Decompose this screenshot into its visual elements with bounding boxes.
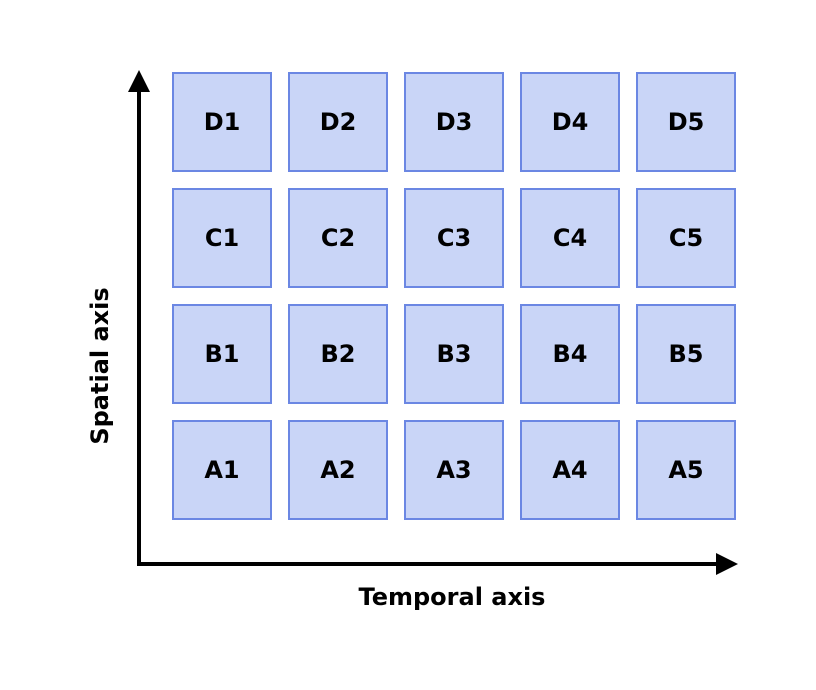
grid-tile: C4 [520,188,620,288]
grid-tile-box [520,420,620,520]
grid-tile-label: C4 [553,224,587,252]
grid-tile-label: A4 [552,456,587,484]
grid-tile-box [172,72,272,172]
grid-tile: B5 [636,304,736,404]
grid-tile-box [172,188,272,288]
temporal-axis-label: Temporal axis [359,583,546,611]
grid-tile-label: A2 [320,456,355,484]
grid-tile: C2 [288,188,388,288]
grid-tile-box [288,304,388,404]
grid-tile: D3 [404,72,504,172]
grid-tile-label: C5 [669,224,703,252]
grid-tile-label: A1 [204,456,239,484]
grid-tile-box [636,72,736,172]
grid-tile: D2 [288,72,388,172]
grid-tile: B2 [288,304,388,404]
spatial-axis-arrowhead-icon [128,70,150,92]
grid-tile: B1 [172,304,272,404]
grid-tile: A5 [636,420,736,520]
grid-tile: C1 [172,188,272,288]
grid-tile-label: D1 [204,108,241,136]
grid-tile: D4 [520,72,620,172]
grid-tile-box [520,188,620,288]
grid-tile-box [404,188,504,288]
grid-tile-label: B2 [321,340,356,368]
grid-tile-label: C2 [321,224,355,252]
grid-tile-box [520,304,620,404]
grid-tile-box [636,188,736,288]
grid-tile: C5 [636,188,736,288]
grid-tile-box [288,72,388,172]
grid-tile: A4 [520,420,620,520]
grid-tile-label: B5 [669,340,704,368]
grid-tile-box [288,188,388,288]
grid-tile-label: A3 [436,456,471,484]
grid-tile: B4 [520,304,620,404]
grid-tile-label: C3 [437,224,471,252]
grid-tile-box [172,420,272,520]
grid-tile-label: D5 [668,108,705,136]
grid-tile-label: B4 [553,340,588,368]
temporal-axis: Temporal axis [137,553,738,611]
spatial-axis: Spatial axis [86,70,150,566]
grid-tile: A2 [288,420,388,520]
grid-tile: D5 [636,72,736,172]
grid-tile-box [288,420,388,520]
grid-tile-box [172,304,272,404]
grid-tile-label: D4 [552,108,589,136]
grid-tile-label: A5 [668,456,703,484]
grid-tile-box [636,420,736,520]
grid-tile-box [520,72,620,172]
grid-tile-label: D3 [436,108,473,136]
grid-tile: A1 [172,420,272,520]
grid-tile: D1 [172,72,272,172]
grid-tile-box [636,304,736,404]
temporal-axis-arrowhead-icon [716,553,738,575]
grid-tile: A3 [404,420,504,520]
grid-tile: C3 [404,188,504,288]
grid-tile: B3 [404,304,504,404]
grid-tile-label: B3 [437,340,472,368]
grid-tile-label: B1 [205,340,240,368]
spatial-axis-label: Spatial axis [86,287,114,444]
grid-tile-box [404,72,504,172]
grid-tile-label: C1 [205,224,239,252]
grid-tile-box [404,420,504,520]
grid-tile-label: D2 [320,108,357,136]
grid-tile-box [404,304,504,404]
